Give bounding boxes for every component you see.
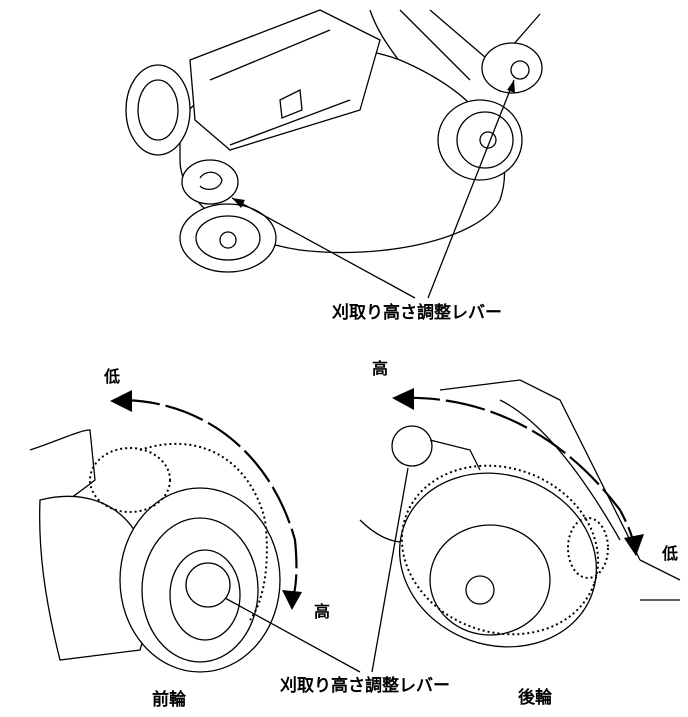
front-high-label: 高 [314,602,331,621]
rear-wheel-caption: 後輪 [518,688,552,708]
front-low-label: 低 [104,367,121,386]
rear-wheel-view [359,379,681,673]
rear-high-label: 高 [372,359,389,378]
bottom-lever-callout: 刈取り高さ調整レバー [280,676,450,696]
top-lever-callout: 刈取り高さ調整レバー [332,303,502,323]
front-wheel-view [29,390,361,673]
rear-low-label: 低 [662,544,679,563]
mower-top-view [125,9,543,299]
front-wheel-caption: 前輪 [152,690,186,710]
